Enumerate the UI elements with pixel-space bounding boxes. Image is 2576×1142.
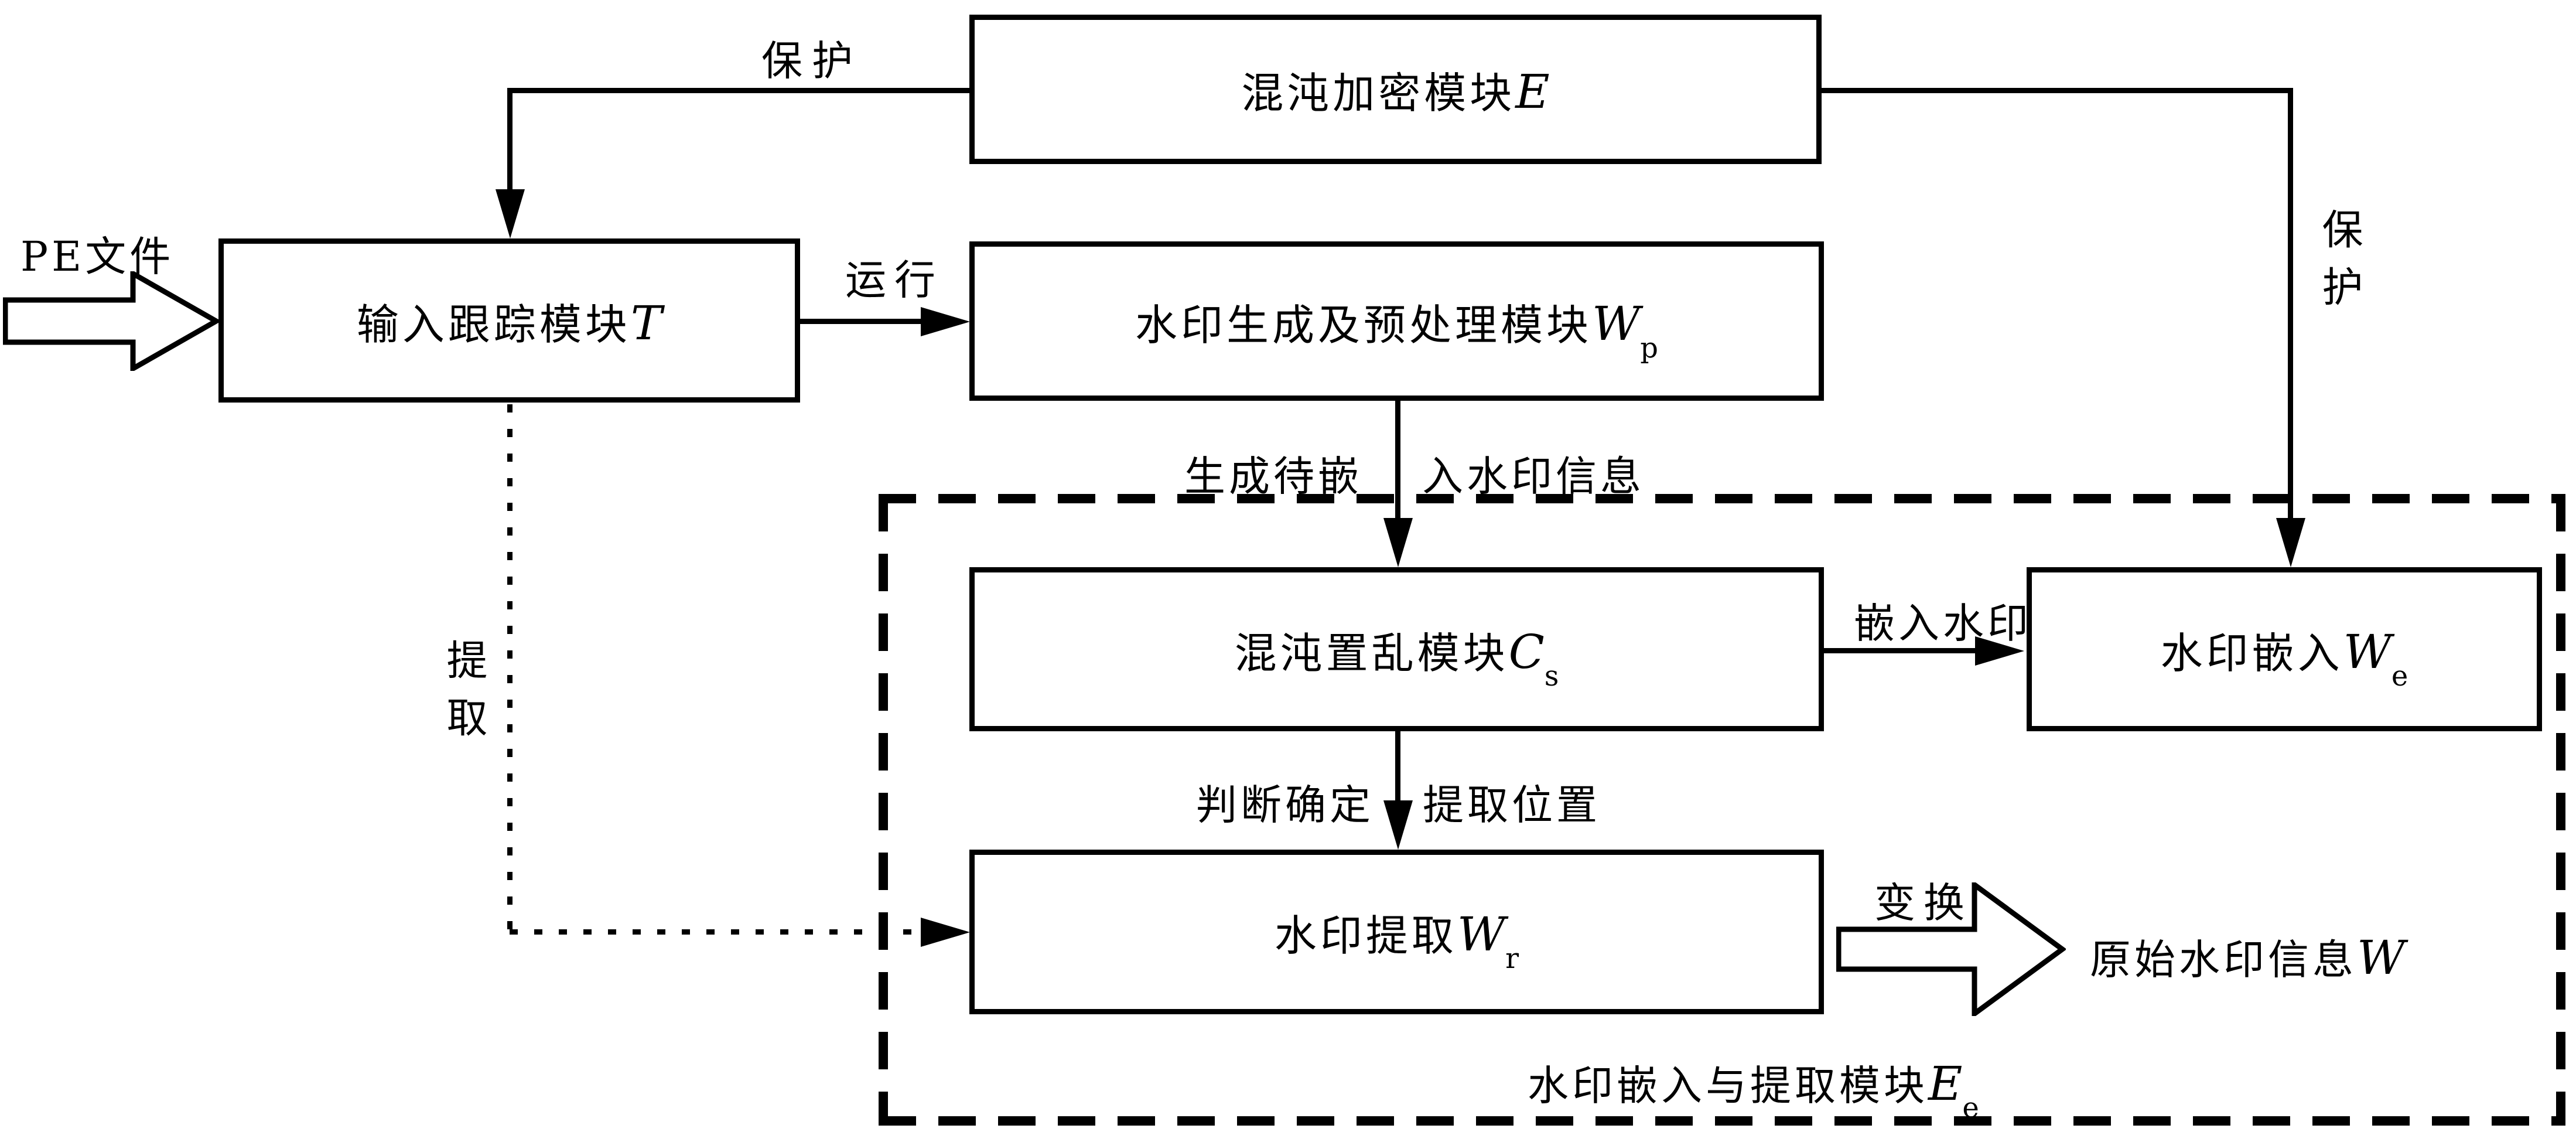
line-protect-right-horizontal xyxy=(1819,88,2293,93)
transform-arrow xyxy=(1836,882,2066,1016)
box-watermark-extraction-title: 水印提取Wr xyxy=(1274,901,1519,975)
label-transform: 变换 xyxy=(1874,879,1973,927)
dashed-box-left-border xyxy=(879,494,888,1126)
box-watermark-extraction: 水印提取Wr xyxy=(969,850,1824,1014)
label-extract-position: 提取位置 xyxy=(1423,781,1601,829)
arrowhead-extract-into-wr xyxy=(921,918,970,947)
line-scramble-to-embed xyxy=(1824,648,1979,653)
dotted-line-extract-vertical xyxy=(507,404,513,929)
line-run xyxy=(800,319,924,324)
pe-input-arrow xyxy=(3,271,220,371)
line-protect-top-vertical xyxy=(507,88,513,193)
box-chaos-encryption-title: 混沌加密模块E xyxy=(1241,59,1549,120)
box-symbol: T xyxy=(630,295,662,350)
label-embed-extract-module: 水印嵌入与提取模块Ee xyxy=(1528,1053,1979,1124)
box-chaos-scrambling-title: 混沌置乱模块Cs xyxy=(1234,619,1559,693)
container-symbol: E xyxy=(1928,1056,1963,1111)
arrowhead-into-extract xyxy=(1383,800,1413,850)
label-protect-top: 保护 xyxy=(761,37,862,85)
label-pe-file: PE文件 xyxy=(21,233,175,281)
label-run: 运行 xyxy=(845,256,944,304)
box-label-text: 水印嵌入 xyxy=(2160,628,2343,678)
arrowhead-run-into-generate xyxy=(921,307,970,336)
box-input-tracking-module: 输入跟踪模块T xyxy=(218,238,800,403)
arrowhead-into-embed xyxy=(1975,636,2024,666)
box-symbol-subscript: r xyxy=(1505,942,1519,975)
dashed-box-top-border xyxy=(879,494,2565,503)
line-scramble-to-extract xyxy=(1395,731,1400,803)
box-watermark-generation-preprocess-module: 水印生成及预处理模块Wp xyxy=(969,241,1824,401)
line-protect-right-vertical xyxy=(2288,88,2293,521)
box-chaos-encryption-module: 混沌加密模块E xyxy=(969,15,1822,164)
box-symbol: W xyxy=(1592,296,1641,351)
box-watermark-generation-title: 水印生成及预处理模块Wp xyxy=(1135,291,1658,364)
label-original-symbol: W xyxy=(2357,930,2406,985)
dotted-line-extract-horizontal xyxy=(510,929,920,935)
box-watermark-embedding-title: 水印嵌入We xyxy=(2160,619,2408,693)
box-label-text: 输入跟踪模块 xyxy=(356,299,631,349)
arrowhead-protect-into-track xyxy=(496,189,525,238)
label-original-text: 原始水印信息 xyxy=(2090,936,2357,984)
box-watermark-embedding: 水印嵌入We xyxy=(2027,567,2542,731)
label-judge-determine: 判断确定 xyxy=(1196,781,1374,829)
box-label-text: 水印生成及预处理模块 xyxy=(1135,300,1593,350)
box-symbol-subscript: s xyxy=(1544,659,1559,693)
arrowhead-protect-into-embed xyxy=(2276,518,2305,567)
box-symbol: C xyxy=(1508,624,1545,679)
label-protect-right: 保护 xyxy=(2315,208,2363,323)
label-generate-watermark-left: 生成待嵌 xyxy=(1184,452,1362,500)
box-label-text: 水印提取 xyxy=(1274,911,1457,960)
line-protect-top-horizontal xyxy=(507,88,975,93)
box-label-text: 混沌置乱模块 xyxy=(1234,628,1509,678)
arrowhead-into-scramble xyxy=(1383,518,1413,567)
box-symbol: W xyxy=(2343,624,2391,679)
box-symbol-subscript: p xyxy=(1640,331,1658,364)
box-input-tracking-title: 输入跟踪模块T xyxy=(357,290,662,352)
dashed-box-bottom-border xyxy=(879,1116,2565,1126)
container-label-text: 水印嵌入与提取模块 xyxy=(1528,1062,1928,1110)
line-generate-to-scramble xyxy=(1395,401,1400,521)
dashed-box-right-border xyxy=(2556,494,2565,1126)
label-original-watermark-info: 原始水印信息W xyxy=(2090,927,2405,986)
label-generate-watermark-right: 入水印信息 xyxy=(1422,452,1645,500)
box-label-text: 混沌加密模块 xyxy=(1241,69,1516,118)
box-symbol-subscript: e xyxy=(2391,659,2408,693)
container-symbol-subscript: e xyxy=(1962,1092,1979,1124)
box-chaos-scrambling-module: 混沌置乱模块Cs xyxy=(969,567,1824,731)
label-extract-vertical: 提取 xyxy=(440,639,488,754)
box-symbol: W xyxy=(1457,907,1506,962)
label-embed-watermark: 嵌入水印 xyxy=(1854,599,2032,647)
box-symbol: E xyxy=(1515,64,1550,119)
